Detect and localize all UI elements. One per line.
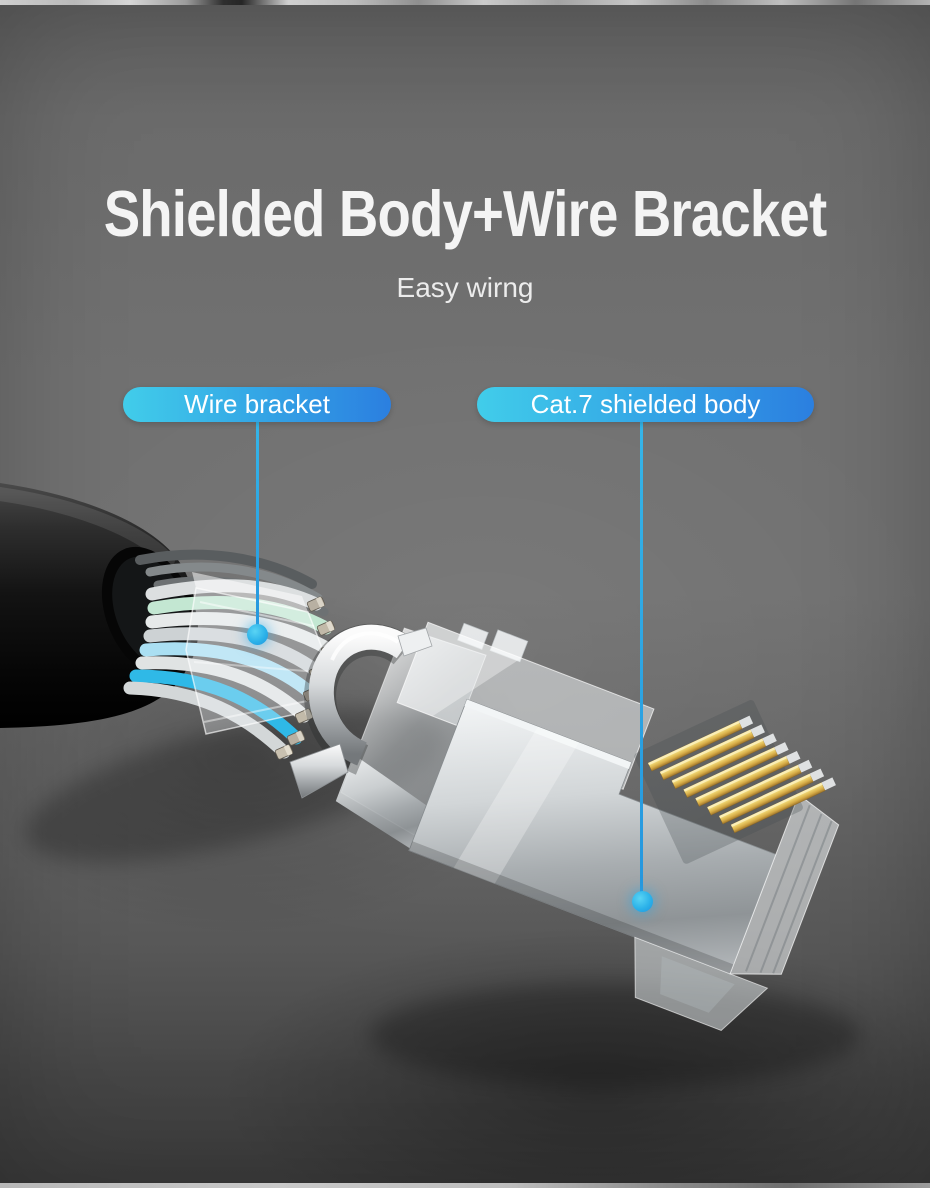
clip-foot (289, 743, 349, 799)
callout-dot-cat7-shielded-body (632, 891, 653, 912)
rj45-connector-image (335, 621, 840, 1032)
connector-back-shield-wrap (335, 754, 428, 850)
connector-latch (634, 936, 769, 1032)
callout-label-wire-bracket: Wire bracket (184, 389, 330, 419)
shield-sheen (453, 726, 579, 884)
adjacent-section-sliver-top (0, 0, 930, 5)
latch-inner (660, 956, 735, 1013)
callout-pill-cat7-shielded-body: Cat.7 shielded body (477, 387, 814, 422)
page-subtitle: Easy wirng (396, 272, 534, 303)
connector-clear-nose (729, 793, 840, 975)
callout-dot-wire-bracket (247, 624, 268, 645)
nose-rib (772, 820, 833, 974)
metal-clip-image (289, 623, 433, 799)
shield-bevel (464, 699, 632, 769)
callout-label-cat7-shielded-body: Cat.7 shielded body (530, 389, 761, 419)
shield-bottom-shade (408, 841, 734, 974)
clip-top-tab (397, 627, 433, 657)
wire-strands (123, 579, 337, 759)
connector-gold-pins (634, 700, 836, 864)
nose-rib (759, 813, 823, 974)
callout-pill-wire-bracket: Wire bracket (123, 387, 391, 422)
page-title: Shielded Body+Wire Bracket (103, 177, 827, 250)
nose-rib (745, 804, 811, 972)
callout-line-cat7-shielded-body (640, 421, 643, 902)
wire-bracket-image (185, 572, 323, 735)
callout-line-wire-bracket (256, 421, 259, 635)
adjacent-section-sliver-bottom (0, 1183, 930, 1188)
